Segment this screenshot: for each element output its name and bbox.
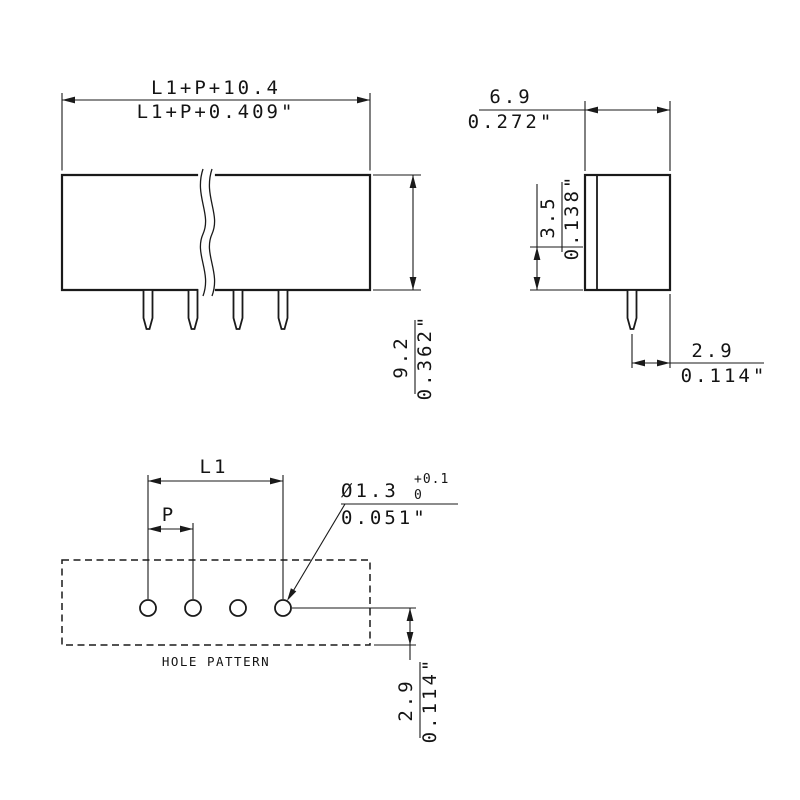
side-collar-mm-text: 3.5 (537, 195, 559, 238)
pin-3 (232, 289, 244, 330)
side-collar-dimension: 3.5 0.138" (530, 174, 583, 291)
hole-4 (274, 599, 292, 617)
hole-3 (229, 599, 247, 617)
front-height-mm-text: 9.2 (390, 335, 412, 378)
side-pin-offset-in-text: 0.114" (681, 365, 768, 387)
hole-diameter-callout: Ø1.3 +0.1 0 0.051" (287, 472, 458, 601)
front-length-mm-text: L1+P+10.4 (151, 77, 281, 99)
front-length-dimension: L1+P+10.4 L1+P+0.409" (61, 77, 371, 171)
hole-diameter-mm-text: Ø1.3 (341, 480, 399, 502)
hole-pattern-view: L1 P Ø1.3 +0.1 0 0.051" (61, 456, 458, 744)
pin-1 (142, 289, 154, 330)
hole-pattern-title: HOLE PATTERN (162, 654, 270, 669)
pitch-dimension: P (148, 504, 194, 599)
side-collar-in-text: 0.138" (561, 174, 583, 261)
front-height-in-text: 0.362" (414, 314, 436, 401)
hole-diameter-in-text: 0.051" (341, 507, 428, 529)
side-pin-offset-mm-text: 2.9 (691, 340, 734, 362)
edge-distance-mm-text: 2.9 (395, 678, 417, 721)
side-depth-mm-text: 6.9 (489, 86, 532, 108)
front-pins (142, 289, 289, 330)
l1-dimension: L1 (147, 456, 284, 599)
side-depth-in-text: 0.272" (468, 111, 555, 133)
front-length-in-text: L1+P+0.409" (137, 101, 296, 123)
hole-tolerance-plus-text: +0.1 (414, 472, 449, 487)
hole-2 (184, 599, 202, 617)
pin-2 (187, 289, 199, 330)
hole-1 (139, 599, 157, 617)
leader-line (288, 503, 346, 599)
front-height-dimension: 9.2 0.362" (373, 174, 436, 401)
board-outline-dashed (61, 559, 371, 646)
side-pin (626, 289, 638, 330)
edge-distance-in-text: 0.114" (419, 657, 441, 744)
holes (139, 599, 292, 617)
hole-tolerance-minus-text: 0 (414, 488, 423, 503)
l1-label-text: L1 (200, 456, 229, 478)
side-pin-offset-dimension: 2.9 0.114" (631, 294, 768, 387)
pitch-label-text: P (162, 504, 176, 526)
break-lines (199, 168, 216, 297)
side-view: 6.9 0.272" 3.5 0.138" 2.9 0.114" (468, 86, 768, 387)
pin-4 (277, 289, 289, 330)
front-view: L1+P+10.4 L1+P+0.409" 9.2 0.362" (60, 77, 436, 401)
leader-arrow (287, 588, 297, 601)
front-body-outline (60, 173, 372, 292)
side-depth-dimension: 6.9 0.272" (468, 86, 671, 171)
edge-distance-dimension: 2.9 0.114" (292, 607, 441, 744)
